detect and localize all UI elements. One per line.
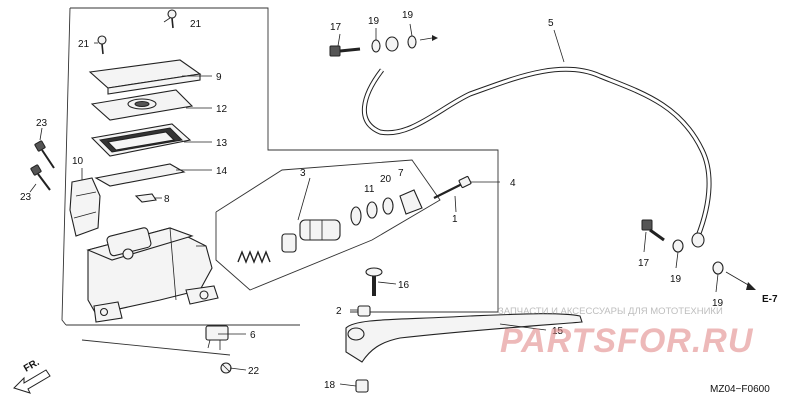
label-14: 14 xyxy=(216,166,228,177)
holder-bracket xyxy=(69,177,101,237)
direction-arrow-upper xyxy=(419,35,438,41)
banjo-fitting-upper xyxy=(385,36,399,52)
label-21-upper: 21 xyxy=(190,19,202,30)
label-23-upper: 23 xyxy=(36,118,48,129)
banjo-fitting-lower xyxy=(691,232,705,248)
direction-arrow-lower xyxy=(725,271,756,290)
part-labels: 21 21 9 12 13 14 8 10 23 23 6 22 3 11 20… xyxy=(20,10,778,391)
label-6: 6 xyxy=(250,330,256,341)
lever xyxy=(345,313,583,363)
label-19-upper-left: 19 xyxy=(368,16,380,27)
piston xyxy=(299,219,341,241)
label-2: 2 xyxy=(336,306,342,317)
washer-11 xyxy=(366,201,378,219)
screw-21-left xyxy=(97,35,107,55)
label-3: 3 xyxy=(300,168,306,179)
label-8: 8 xyxy=(164,194,170,205)
label-1: 1 xyxy=(452,214,458,225)
washer-19-lower-left xyxy=(672,239,684,253)
diagram-code: MZ04−F0600 xyxy=(710,384,770,395)
label-12: 12 xyxy=(216,104,228,115)
watermark: ЗАПЧАСТИ И АКСЕССУАРЫ ДЛЯ МОТОТЕХНИКИ PA… xyxy=(498,306,754,360)
boot-7 xyxy=(399,189,423,215)
switch xyxy=(205,325,229,350)
hose xyxy=(362,66,712,237)
label-5: 5 xyxy=(548,18,554,29)
banjo-bolt-17-upper xyxy=(329,45,361,57)
label-15: 15 xyxy=(552,326,564,337)
front-label: FR. xyxy=(22,357,42,375)
label-17-upper: 17 xyxy=(330,22,342,33)
label-20: 20 xyxy=(380,174,392,185)
piston-ring xyxy=(350,206,362,226)
label-22: 22 xyxy=(248,366,260,377)
label-19-lower: 19 xyxy=(670,274,682,285)
front-arrow-icon: FR. xyxy=(13,357,51,394)
label-18: 18 xyxy=(324,380,336,391)
watermark-logo: PARTSFOR.RU xyxy=(500,322,754,360)
push-rod xyxy=(433,176,472,199)
reference-e7: E-7 xyxy=(762,294,778,305)
banjo-bolt-17-lower xyxy=(641,219,665,242)
label-13: 13 xyxy=(216,138,228,149)
bolt-23-upper xyxy=(34,140,55,169)
screw-21-upper xyxy=(167,9,177,29)
clip xyxy=(134,193,157,203)
float-plate xyxy=(94,163,186,187)
washer-20 xyxy=(382,197,394,215)
label-10: 10 xyxy=(72,156,84,167)
bolt-23-lower xyxy=(30,164,51,191)
label-7: 7 xyxy=(398,168,404,179)
label-4: 4 xyxy=(510,178,516,189)
washer-19-upper-left xyxy=(371,39,381,53)
label-21-left: 21 xyxy=(78,39,90,50)
washer-19-lower-right xyxy=(712,261,724,275)
master-cylinder-body xyxy=(86,227,219,323)
label-11: 11 xyxy=(364,184,375,195)
label-9: 9 xyxy=(216,72,222,83)
diaphragm xyxy=(90,123,192,157)
reservoir-cap xyxy=(88,59,202,95)
cap-plate xyxy=(90,89,194,121)
assembly-frame xyxy=(61,7,499,356)
label-16: 16 xyxy=(398,280,410,291)
washer-19-upper-right xyxy=(407,35,417,49)
piston-set-frame xyxy=(215,159,441,291)
watermark-text: ЗАПЧАСТИ И АКСЕССУАРЫ ДЛЯ МОТОТЕХНИКИ xyxy=(498,306,723,317)
nut xyxy=(355,379,369,393)
label-17-lower: 17 xyxy=(638,258,650,269)
collar xyxy=(357,305,371,317)
leader-lines xyxy=(29,17,719,387)
label-19-upper-right: 19 xyxy=(402,10,414,21)
label-23-lower: 23 xyxy=(20,192,32,203)
piston-cup xyxy=(281,233,297,253)
label-19-lower-right: 19 xyxy=(712,298,724,309)
pivot-bolt xyxy=(365,267,383,296)
piston-spring xyxy=(237,250,271,264)
screw-22 xyxy=(220,362,232,374)
